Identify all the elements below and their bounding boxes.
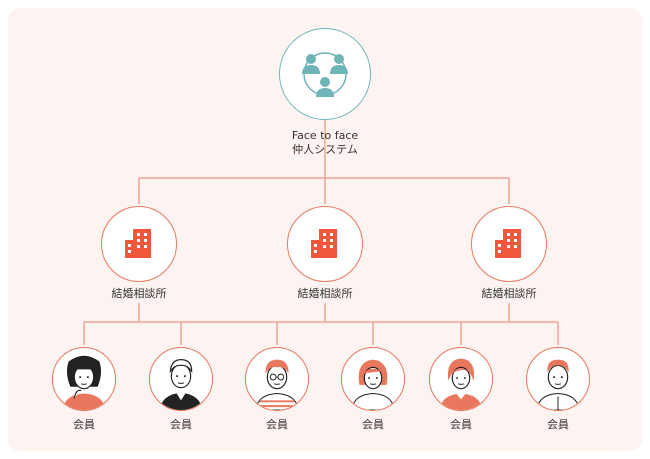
person-avatar-icon: [439, 358, 483, 410]
member-label-6: 会員: [547, 418, 569, 431]
person-avatar-icon: [536, 359, 580, 410]
person-avatar-icon: [159, 359, 203, 410]
member-node-5: [429, 347, 493, 411]
person-avatar-icon: [351, 359, 395, 410]
office-node-3: [471, 206, 547, 282]
member-label-3: 会員: [266, 418, 288, 431]
member-label-5: 会員: [450, 418, 472, 431]
member-node-4: [341, 347, 405, 411]
face-to-face-node: [279, 28, 371, 120]
office-node-2: [287, 206, 363, 282]
person-avatar-icon: [255, 359, 299, 410]
building-icon: [125, 229, 151, 258]
office-label-2: 結婚相談所: [297, 287, 353, 300]
member-label-4: 会員: [362, 418, 384, 431]
member-label-1: 会員: [73, 418, 95, 431]
office-label-1: 結婚相談所: [111, 287, 167, 300]
top-label-line2: 仲人システム: [292, 143, 358, 156]
top-node-label: Face to face 仲人システム: [292, 129, 358, 157]
member-label-2: 会員: [170, 418, 192, 431]
person-avatar-icon: [62, 355, 106, 410]
building-icon: [495, 229, 521, 258]
member-node-1: [52, 347, 116, 411]
people-network-icon: [302, 52, 348, 97]
top-label-line1: Face to face: [291, 129, 359, 142]
building-icon: [311, 229, 337, 258]
office-label-3: 結婚相談所: [481, 287, 537, 300]
member-node-6: [526, 347, 590, 411]
member-node-2: [149, 347, 213, 411]
member-node-3: [245, 347, 309, 411]
office-node-1: [101, 206, 177, 282]
